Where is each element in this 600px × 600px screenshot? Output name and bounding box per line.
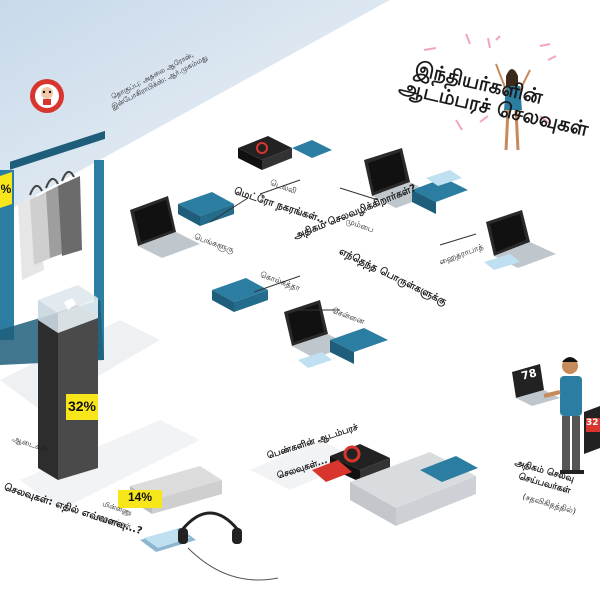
laptop-hyderabad (484, 210, 556, 270)
jewelry-box-delhi (238, 136, 332, 170)
percent-box-clothing (66, 394, 98, 420)
laptop-bengaluru (130, 196, 200, 258)
electronics-gadgets (130, 466, 279, 581)
clothing-pillar (38, 285, 98, 480)
gift-box-right (584, 406, 600, 454)
laptop-mumbai (364, 148, 468, 214)
sparkle-marks (423, 33, 557, 131)
percent-box-electronics (118, 490, 162, 508)
woman-figure (495, 63, 531, 151)
floor-band (0, 0, 600, 420)
floor-shadow (250, 440, 360, 490)
corner-percent: % (0, 182, 12, 196)
women-spending-items (312, 444, 478, 526)
magazine-logo (30, 79, 64, 113)
folded-clothes-kolkata (212, 278, 268, 312)
clothing-percent: 32% (67, 398, 97, 414)
electronics-percent: 14% (127, 490, 153, 504)
corner-tag (0, 172, 12, 208)
man-with-laptop (512, 357, 584, 474)
connector-lines (209, 179, 477, 311)
laptop-chennai (284, 300, 388, 368)
folded-clothes-bengaluru (178, 192, 234, 226)
box-number: 32 (586, 418, 599, 428)
floor-shadow (20, 420, 200, 510)
